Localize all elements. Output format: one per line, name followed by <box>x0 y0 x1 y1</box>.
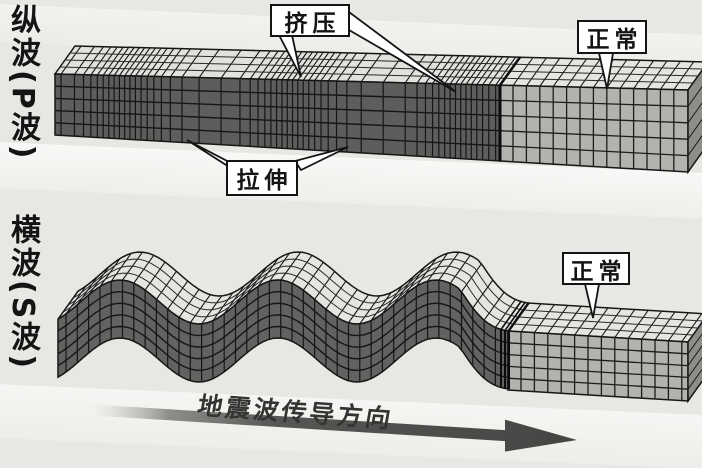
normal-callout-bottom: 正常 <box>562 252 630 285</box>
p-wave-bar <box>53 45 702 175</box>
s-wave-bar <box>57 251 702 404</box>
stretch-callout: 拉伸 <box>226 160 298 196</box>
normal-callout-top: 正常 <box>577 20 647 54</box>
s-wave-label: 横波(S波) <box>5 214 40 372</box>
p-wave-label: 纵波(P波) <box>5 4 40 162</box>
compression-callout: 挤压 <box>270 4 350 37</box>
